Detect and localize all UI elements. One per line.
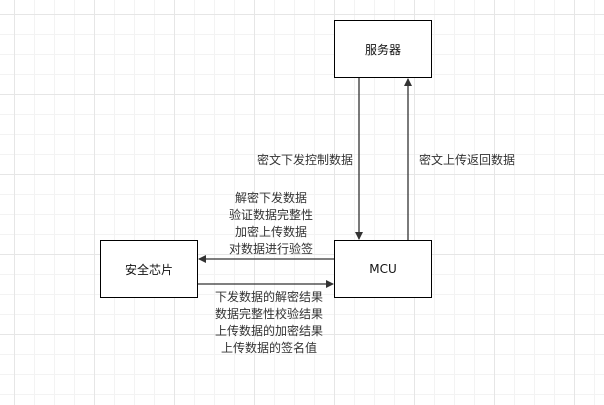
edge-label-mcu-to-chip: 解密下发数据 验证数据完整性 加密上传数据 对数据进行验签 [206, 190, 336, 258]
node-server-label: 服务器 [364, 42, 401, 57]
edge-label-line: 上传数据的签名值 [220, 341, 317, 355]
edge-label-line: 解密下发数据 [234, 191, 307, 205]
edge-label-line: 对数据进行验签 [228, 242, 313, 256]
node-mcu: MCU [334, 240, 432, 298]
edge-label-text: 密文上传返回数据 [418, 153, 515, 167]
edge-label-mcu-to-server: 密文上传返回数据 [412, 152, 522, 169]
edge-label-line: 数据完整性校验结果 [214, 307, 323, 321]
edge-label-line: 加密上传数据 [234, 225, 307, 239]
edge-label-server-to-mcu: 密文下发控制数据 [250, 152, 360, 169]
node-mcu-label: MCU [369, 262, 397, 276]
edge-label-line: 下发数据的解密结果 [214, 290, 323, 304]
node-security-chip: 安全芯片 [100, 240, 198, 298]
edge-label-line: 上传数据的加密结果 [214, 324, 323, 338]
node-security-chip-label: 安全芯片 [124, 262, 173, 277]
node-server: 服务器 [334, 20, 432, 78]
edge-label-chip-to-mcu: 下发数据的解密结果 数据完整性校验结果 上传数据的加密结果 上传数据的签名值 [196, 289, 342, 357]
edge-label-line: 验证数据完整性 [228, 208, 313, 222]
edge-label-text: 密文下发控制数据 [256, 153, 353, 167]
